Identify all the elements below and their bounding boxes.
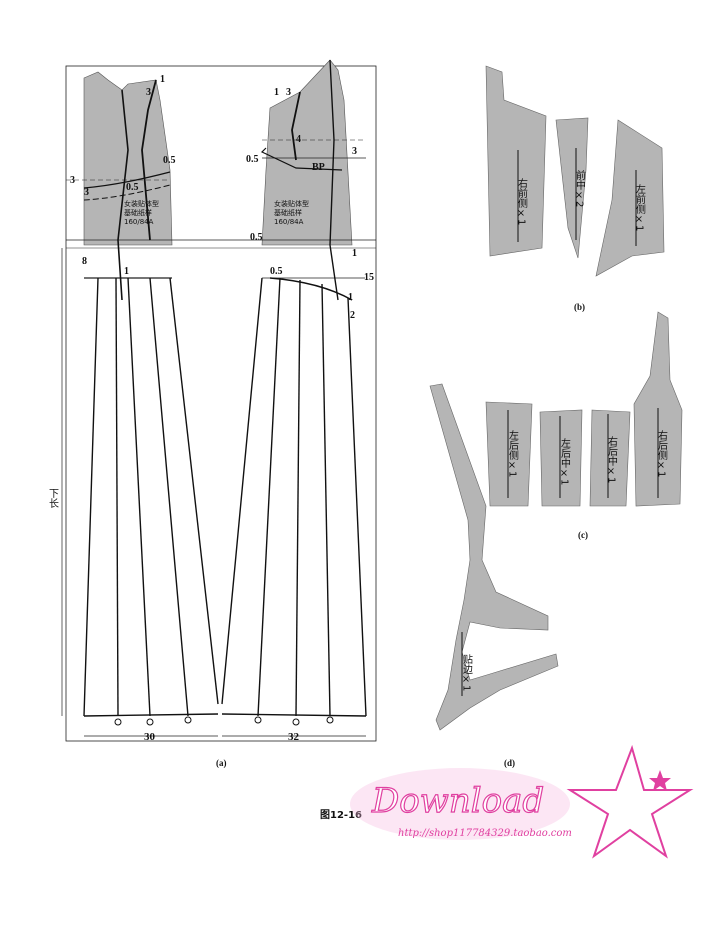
label-n3a: 3: [70, 175, 75, 186]
label-n1b: 1: [124, 266, 129, 277]
piece-c-label-3: 右后中×1: [606, 435, 618, 484]
label-r-n05a: 0.5: [246, 154, 259, 165]
width-left-label: 30: [144, 731, 156, 743]
figure-caption: 图12-16: [320, 809, 362, 821]
label-n1: 1: [160, 74, 165, 85]
piece-c-label-4: 右后侧×1: [656, 429, 668, 478]
label-r-n4: 4: [296, 134, 301, 145]
left-bust-curve: [83, 171, 171, 189]
left-hem: [83, 713, 219, 717]
piece-left-back-side: [485, 401, 533, 507]
right-block-text-1: 女装贴体型: [274, 199, 309, 208]
piece-c-label-2: 左后中×1: [559, 437, 571, 486]
label-n3b: 3: [84, 187, 89, 198]
label-r-n1b: 1: [352, 248, 357, 259]
panel-c-caption: (c): [578, 530, 588, 540]
label-r-n05b: 0.5: [250, 232, 263, 243]
piece-c-label-1: 左后侧×1: [507, 429, 519, 478]
left-skirt-lines: [83, 277, 219, 717]
watermark-url: http://shop117784329.taobao.com: [398, 828, 572, 839]
panel-d-caption: (d): [504, 758, 515, 768]
label-r-n1: 1: [274, 87, 279, 98]
piece-right-back-center: [589, 409, 631, 507]
label-r-n15: 15: [364, 272, 374, 283]
panel-b: 右前侧×1 前中×2 左前侧×1 (b): [485, 65, 665, 312]
right-side-seam: [329, 59, 339, 301]
right-block-text-2: 基础纸样: [274, 208, 302, 217]
left-block-text-2: 基础纸样: [124, 208, 152, 217]
watermark: Download http://shop117784329.taobao.com: [350, 744, 694, 859]
label-r-n2: 2: [350, 310, 355, 321]
piece-d-label: 贴边×1: [461, 653, 473, 692]
panel-a-caption: (a): [216, 758, 227, 768]
panel-c: 左后侧×1 左后中×1 右后中×1 右后侧×1 (c): [485, 311, 683, 540]
label-r-n3b: 3: [352, 146, 357, 157]
left-block-text-1: 女装贴体型: [124, 199, 159, 208]
scissor-marks: [114, 716, 334, 726]
piece-b-label-2: 前中×2: [574, 169, 586, 208]
piece-b-label-1: 右前侧×1: [516, 177, 528, 226]
right-skirt-lines: [221, 277, 367, 717]
panel-d: 贴边×1 (d): [429, 383, 559, 768]
label-n05b: 0.5: [126, 182, 139, 193]
label-n05a: 0.5: [163, 155, 176, 166]
sparkle-icon: [649, 770, 671, 791]
piece-b-label-3: 左前侧×1: [634, 183, 646, 232]
label-r-n1c: 1: [348, 292, 353, 303]
piece-front-center: [555, 117, 589, 259]
left-neck-seam: [141, 79, 157, 241]
panel-a: 3 3 3 1 0.5 0.5 8 1 女装贴体型 基础纸样 160/84A 1…: [47, 59, 377, 768]
right-dart-line: [260, 147, 343, 171]
right-hem: [221, 713, 367, 717]
label-r-n05c: 0.5: [270, 266, 283, 277]
width-right-label: 32: [288, 731, 300, 743]
star-icon: [566, 744, 694, 859]
label-n8: 8: [82, 256, 87, 267]
panel-a-frame: [65, 65, 377, 742]
label-r-bp: BP: [312, 162, 325, 173]
panel-b-caption: (b): [574, 302, 585, 312]
label-r-n3: 3: [286, 87, 291, 98]
piece-left-back-center: [539, 409, 583, 507]
left-block-text-3: 160/84A: [124, 218, 154, 226]
watermark-title: Download: [371, 781, 544, 821]
label-n3c: 3: [146, 87, 151, 98]
piece-right-front-side: [485, 65, 547, 257]
right-block-text-3: 160/84A: [274, 218, 304, 226]
length-label: 下长: [47, 488, 59, 508]
watermark-glow: [350, 768, 570, 840]
right-neck-seam: [291, 91, 301, 161]
left-bust-dash: [83, 184, 171, 201]
piece-left-front-side: [595, 119, 665, 277]
right-hip-curve: [269, 277, 353, 301]
right-bodice-block: [261, 59, 353, 246]
